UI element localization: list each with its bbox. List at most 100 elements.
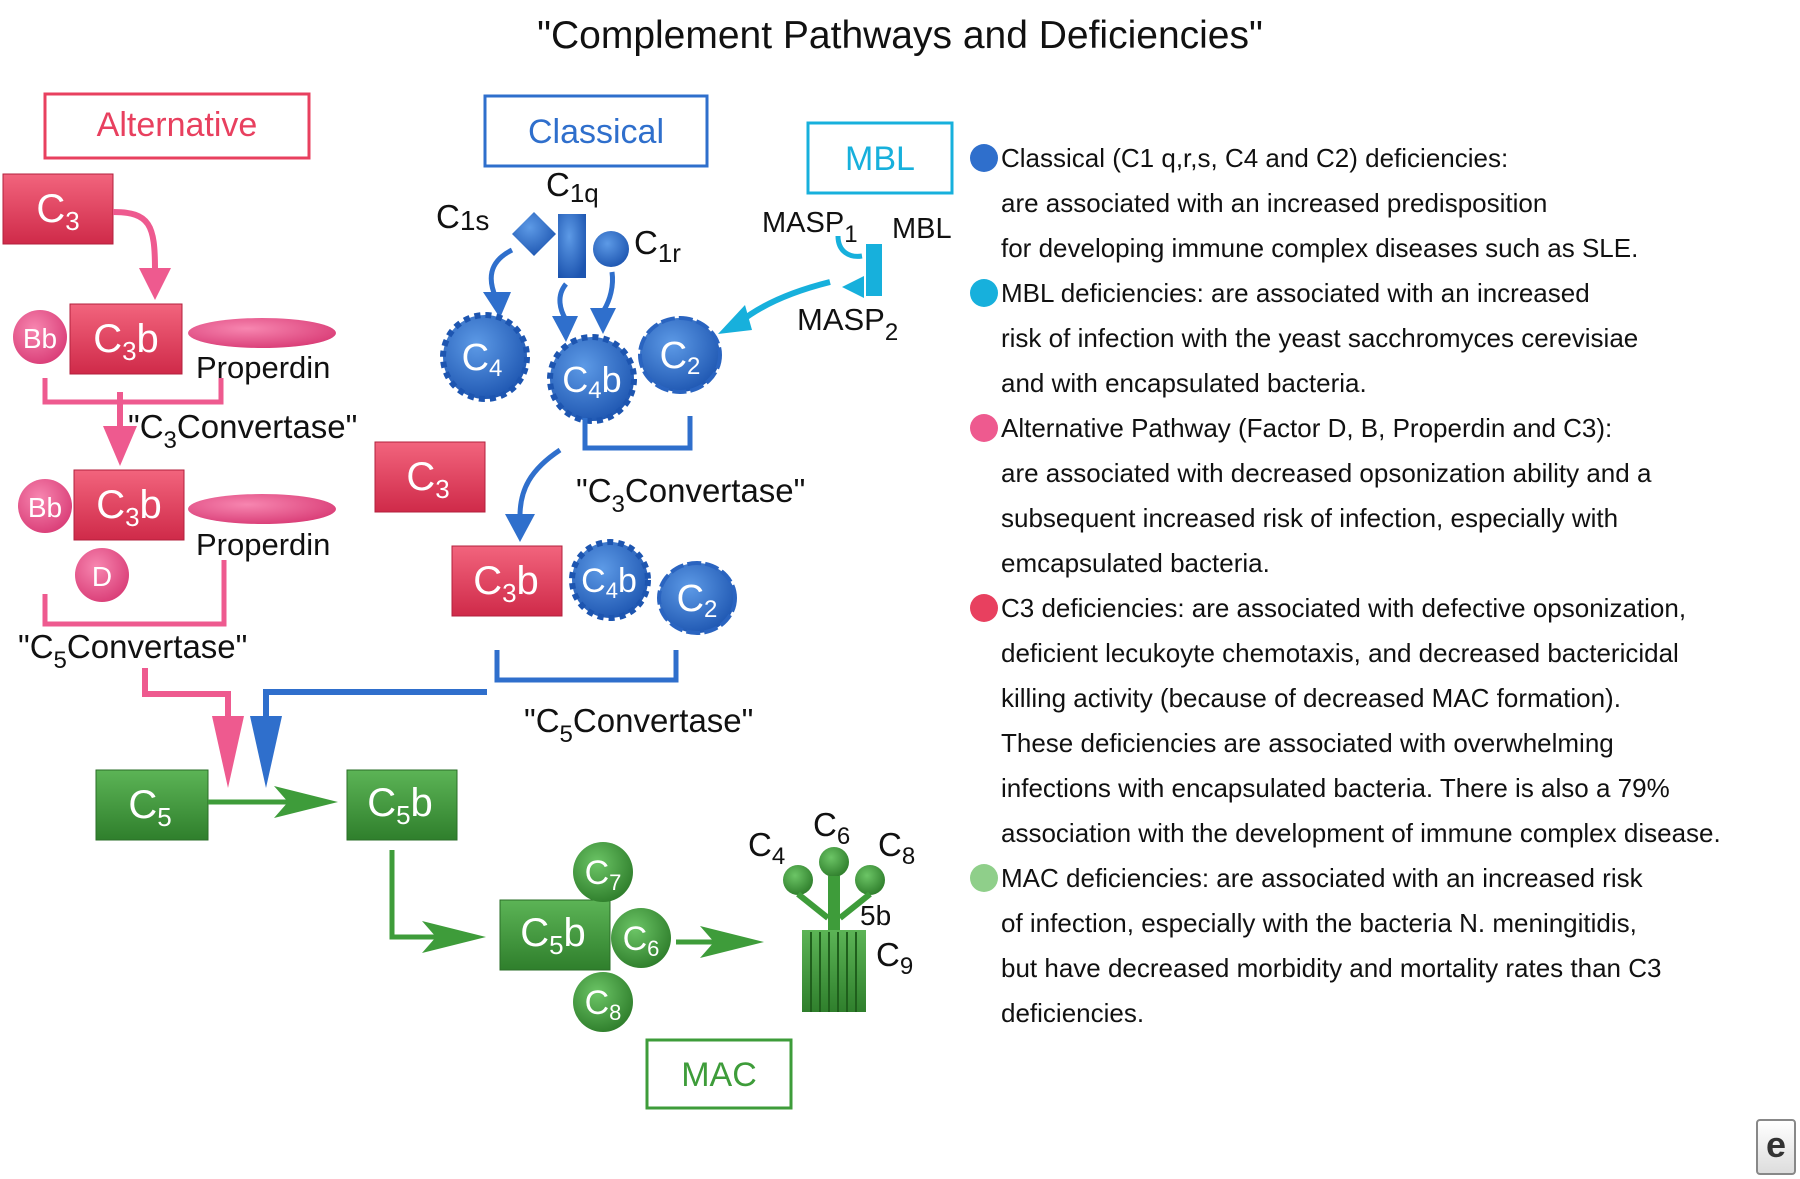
c5b-to-complex-connector	[389, 850, 440, 940]
mbl-header-label: MBL	[845, 140, 915, 178]
alt-properdin-shape-1	[188, 318, 336, 348]
classical-c3-block: C3	[374, 441, 486, 513]
note-line: killing activity (because of decreased M…	[970, 676, 1800, 721]
alt-c3-block: C3	[2, 173, 114, 245]
note-line: subsequent increased risk of infection, …	[970, 496, 1800, 541]
c1s-label: C1s	[436, 198, 489, 236]
alt-arrowhead-3	[212, 716, 244, 788]
svg-text:C4b: C4b	[562, 359, 621, 404]
note-text: are associated with an increased predisp…	[1001, 188, 1548, 218]
classical-c4b-gear-2: C4b	[569, 539, 651, 621]
svg-text:C3: C3	[406, 455, 449, 504]
note-heading-line: MBL deficiencies: are associated with an…	[970, 271, 1800, 316]
svg-text:C5b: C5b	[367, 781, 433, 830]
note-line: These deficiencies are associated with o…	[970, 721, 1800, 766]
classical-c3b-block: C3b	[451, 545, 563, 617]
svg-text:C3: C3	[36, 187, 79, 236]
note-line: deficient lecukoyte chemotaxis, and decr…	[970, 631, 1800, 676]
mac-header: MAC	[645, 1038, 793, 1110]
masp1-label: MASP1	[762, 207, 858, 248]
svg-text:C4b: C4b	[581, 562, 637, 603]
mbl-header: MBL	[806, 121, 954, 195]
note-heading-line: Alternative Pathway (Factor D, B, Proper…	[970, 406, 1800, 451]
note-text: risk of infection with the yeast sacchro…	[1001, 323, 1639, 353]
bullet-dot-icon	[970, 864, 998, 892]
note-heading-line: MAC deficiencies: are associated with an…	[970, 856, 1800, 901]
note-text: C3 deficiencies: are associated with def…	[1001, 593, 1687, 623]
classical-to-c5-connector	[263, 689, 487, 720]
mac-c8-label: C8	[878, 826, 915, 870]
c5-to-c5b-arrowhead	[274, 786, 338, 818]
classical-arrow-to-c3b	[517, 447, 562, 517]
mbl-label: MBL	[892, 213, 952, 245]
c7-ball: C7	[573, 842, 633, 902]
note-text: Classical (C1 q,r,s, C4 and C2) deficien…	[1001, 143, 1509, 173]
alt-arrowhead-2	[103, 426, 137, 466]
mac-c6-label: C6	[813, 806, 850, 850]
classical-arrow-c1-to-c4b-a	[557, 282, 569, 322]
note-line: for developing immune complex diseases s…	[970, 226, 1800, 271]
note-line: are associated with an increased predisp…	[970, 181, 1800, 226]
alt-c3b-block-1: C3b	[69, 303, 183, 375]
c5b-complex: C5b C7 C6 C8	[499, 842, 671, 1032]
note-text: subsequent increased risk of infection, …	[1001, 503, 1619, 533]
note-text: These deficiencies are associated with o…	[1001, 728, 1614, 758]
note-text: of infection, especially with the bacter…	[1001, 908, 1637, 938]
masp2-label: MASP2	[797, 302, 898, 346]
note-text: infections with encapsulated bacteria. T…	[1001, 773, 1670, 803]
alt-bb-circle-2: Bb	[18, 479, 72, 533]
note-line: but have decreased morbidity and mortali…	[970, 946, 1800, 991]
c8-ball: C8	[573, 972, 633, 1032]
svg-text:C2: C2	[660, 335, 701, 380]
c1-complex	[512, 212, 629, 278]
classical-header-label: Classical	[528, 113, 664, 151]
svg-text:D: D	[92, 561, 112, 592]
c1r-circle	[593, 231, 629, 267]
classical-bracket-c3-convertase	[582, 416, 693, 451]
c2-blob: C2	[638, 316, 722, 394]
classical-header: Classical	[483, 94, 709, 168]
bullet-dot-icon	[970, 414, 998, 442]
svg-text:C3b: C3b	[473, 559, 539, 608]
note-text: emcapsulated bacteria.	[1001, 548, 1270, 578]
masp2-triangle	[842, 276, 864, 298]
complex-to-mac-arrowhead	[700, 926, 764, 958]
mac-c4-label: C4	[748, 826, 785, 870]
svg-text:C6: C6	[623, 920, 660, 961]
note-line: infections with encapsulated bacteria. T…	[970, 766, 1800, 811]
classical-c5-convertase-label: "C5Convertase"	[524, 702, 753, 748]
svg-text:C5: C5	[128, 783, 171, 832]
note-text: MAC deficiencies: are associated with an…	[1001, 863, 1643, 893]
alt-bracket-1	[42, 378, 224, 405]
note-text: MBL deficiencies: are associated with an…	[1001, 278, 1590, 308]
c1r-label: C1r	[634, 224, 681, 268]
alt-arrowhead-1	[139, 268, 171, 300]
note-text: killing activity (because of decreased M…	[1001, 683, 1621, 713]
mbl-bar	[866, 244, 882, 296]
note-text: deficient lecukoyte chemotaxis, and decr…	[1001, 638, 1679, 668]
note-text: Alternative Pathway (Factor D, B, Proper…	[1001, 413, 1613, 443]
c6-ball: C6	[611, 908, 671, 968]
alternative-header-label: Alternative	[97, 106, 258, 144]
note-line: are associated with decreased opsonizati…	[970, 451, 1800, 496]
note-heading-line: C3 deficiencies: are associated with def…	[970, 586, 1800, 631]
note-text: for developing immune complex diseases s…	[1001, 233, 1639, 263]
alt-d-circle: D	[75, 548, 129, 602]
note-line: emcapsulated bacteria.	[970, 541, 1800, 586]
svg-text:C5b: C5b	[520, 911, 586, 960]
classical-bracket-c5-convertase	[494, 650, 679, 683]
deficiency-notes: Classical (C1 q,r,s, C4 and C2) deficien…	[970, 136, 1800, 1036]
svg-text:C3b: C3b	[96, 483, 162, 532]
alt-properdin-label-2: Properdin	[196, 527, 330, 562]
page-title: "Complement Pathways and Deficiencies"	[537, 14, 1263, 57]
note-line: and with encapsulated bacteria.	[970, 361, 1800, 406]
note-line: risk of infection with the yeast sacchro…	[970, 316, 1800, 361]
classical-arrow-c1-to-c4b-b	[601, 271, 615, 312]
c1s-diamond	[512, 212, 556, 256]
masp1-hook	[835, 235, 863, 259]
note-line: association with the development of immu…	[970, 811, 1800, 856]
note-text: deficiencies.	[1001, 998, 1145, 1028]
alt-c5-convertase-label: "C5Convertase"	[18, 628, 247, 674]
mac-header-label: MAC	[681, 1056, 757, 1094]
